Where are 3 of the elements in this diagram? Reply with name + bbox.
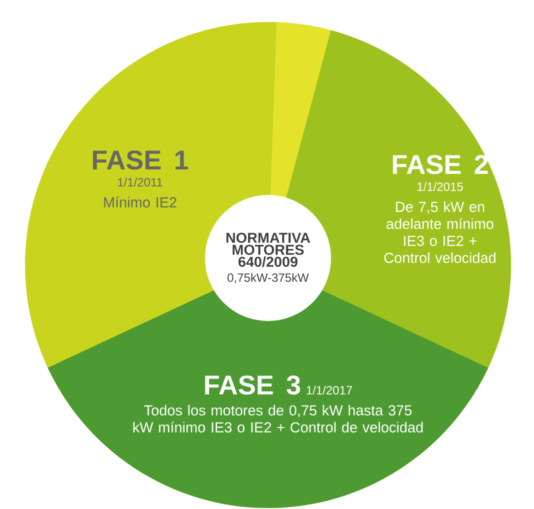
phase-label: FASE 1 1/1/2011 Mínimo IE2 bbox=[92, 150, 188, 208]
phase-label: FASE 3 1/1/2017 Todos los motores de 0,75 kW hasta 375 kW mínimo IE3 o IE2 + Control de velocidad bbox=[133, 376, 423, 432]
phase-label: FASE 2 1/1/2015 De 7,5 kW en adelante mínimo IE3 o IE2 + Control velocidad bbox=[384, 155, 496, 263]
